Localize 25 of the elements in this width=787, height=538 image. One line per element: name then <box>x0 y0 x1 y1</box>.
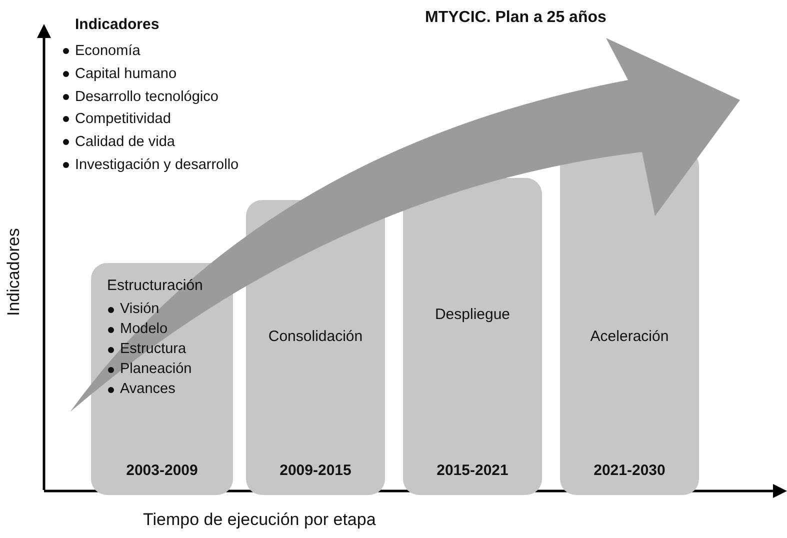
bullet-item: Avances <box>106 379 192 399</box>
stage-title: Consolidación <box>267 328 364 345</box>
stage-title: Despliegue <box>434 306 512 323</box>
bullet-item: Estructura <box>106 339 192 359</box>
year-range: 2003-2009 <box>125 462 199 479</box>
year-range: 2015-2021 <box>436 462 510 479</box>
list-heading: Indicadores <box>75 16 160 33</box>
axis-label: Indicadores <box>4 228 24 316</box>
diagram-title: MTYCIC. Plan a 25 años <box>425 9 606 27</box>
bullet-item: Desarrollo tecnológico <box>61 86 239 108</box>
stage-title: Estructuración <box>107 277 204 294</box>
year-range: 2009-2015 <box>278 462 352 479</box>
stage-bar <box>403 178 542 495</box>
bullet-item: Capital humano <box>61 62 239 86</box>
bullet-item: Calidad de vida <box>61 131 239 154</box>
bullet-item: Competitividad <box>61 108 239 132</box>
stage-bar <box>560 150 699 495</box>
axis-label: Tiempo de ejecución por etapa <box>143 510 376 530</box>
bullet-item: Economía <box>61 40 239 63</box>
bullet-item: Visión <box>106 299 192 319</box>
bullet-item: Investigación y desarrollo <box>61 154 239 177</box>
bullet-item: Modelo <box>106 319 192 339</box>
year-range: 2021-2030 <box>592 462 666 479</box>
stage-title: Aceleración <box>589 328 670 345</box>
bullet-item: Planeación <box>106 359 192 379</box>
